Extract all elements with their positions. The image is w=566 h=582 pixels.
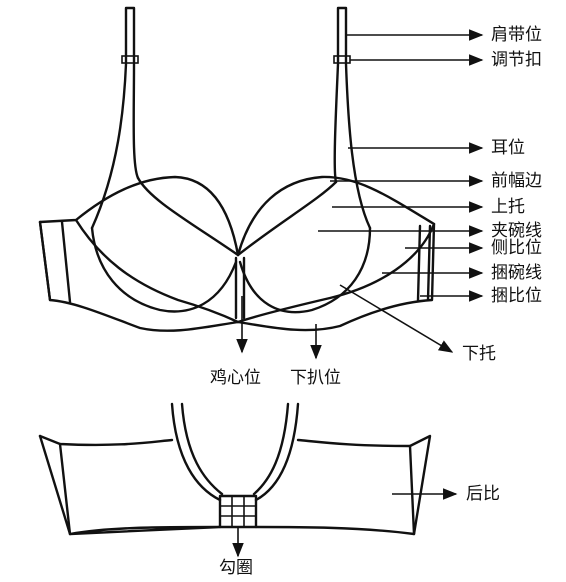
label-center-gore: 鸡心位 xyxy=(210,368,261,388)
label-underband: 下扒位 xyxy=(290,368,341,388)
label-adjuster-buckle: 调节扣 xyxy=(491,50,542,70)
bra-back-view xyxy=(38,402,432,536)
front-arrows xyxy=(236,29,484,360)
label-cup-seam: 夹碗线 xyxy=(491,221,542,241)
label-hook-eye: 勾圈 xyxy=(219,558,253,578)
left-cup-seam xyxy=(74,218,240,324)
left-strap-lower xyxy=(90,62,140,230)
right-strap xyxy=(336,6,348,64)
hook-eye-closure xyxy=(218,494,258,529)
back-straps xyxy=(170,402,300,502)
back-band-left-inner xyxy=(58,442,72,536)
back-band-right-inner xyxy=(408,444,416,536)
bra-front-view xyxy=(38,6,436,332)
label-back-band: 后比 xyxy=(466,484,500,504)
label-front-neckline: 前幅边 xyxy=(491,171,542,191)
label-ear-position: 耳位 xyxy=(491,138,525,158)
right-strap-lower xyxy=(333,62,372,230)
label-side-panel: 侧比位 xyxy=(491,238,542,258)
right-side-panel xyxy=(416,224,432,302)
right-cup-seam xyxy=(236,222,436,324)
hook-eye-divisions xyxy=(220,496,256,527)
arrow-lower-cup xyxy=(339,284,454,353)
right-lower-cup xyxy=(236,180,338,257)
right-adjuster-buckle xyxy=(333,55,351,64)
center-gore-lines xyxy=(234,256,246,320)
back-band-outline xyxy=(38,434,432,536)
label-strap-position: 肩带位 xyxy=(491,25,542,45)
label-lower-cup: 下托 xyxy=(462,344,496,364)
left-adjuster-buckle xyxy=(121,55,139,64)
left-strap xyxy=(124,6,136,64)
back-band-left-edge xyxy=(38,434,72,536)
label-upper-cup: 上托 xyxy=(491,197,525,217)
left-lower-cup xyxy=(136,176,240,257)
right-wire-line xyxy=(238,226,372,314)
back-arrows xyxy=(232,488,458,558)
label-bind-cup-line: 捆碗线 xyxy=(491,263,542,283)
label-bind-panel: 捆比位 xyxy=(491,286,542,306)
left-side-panel xyxy=(38,220,72,304)
left-wire-line xyxy=(90,226,238,313)
bra-outline xyxy=(38,175,436,332)
